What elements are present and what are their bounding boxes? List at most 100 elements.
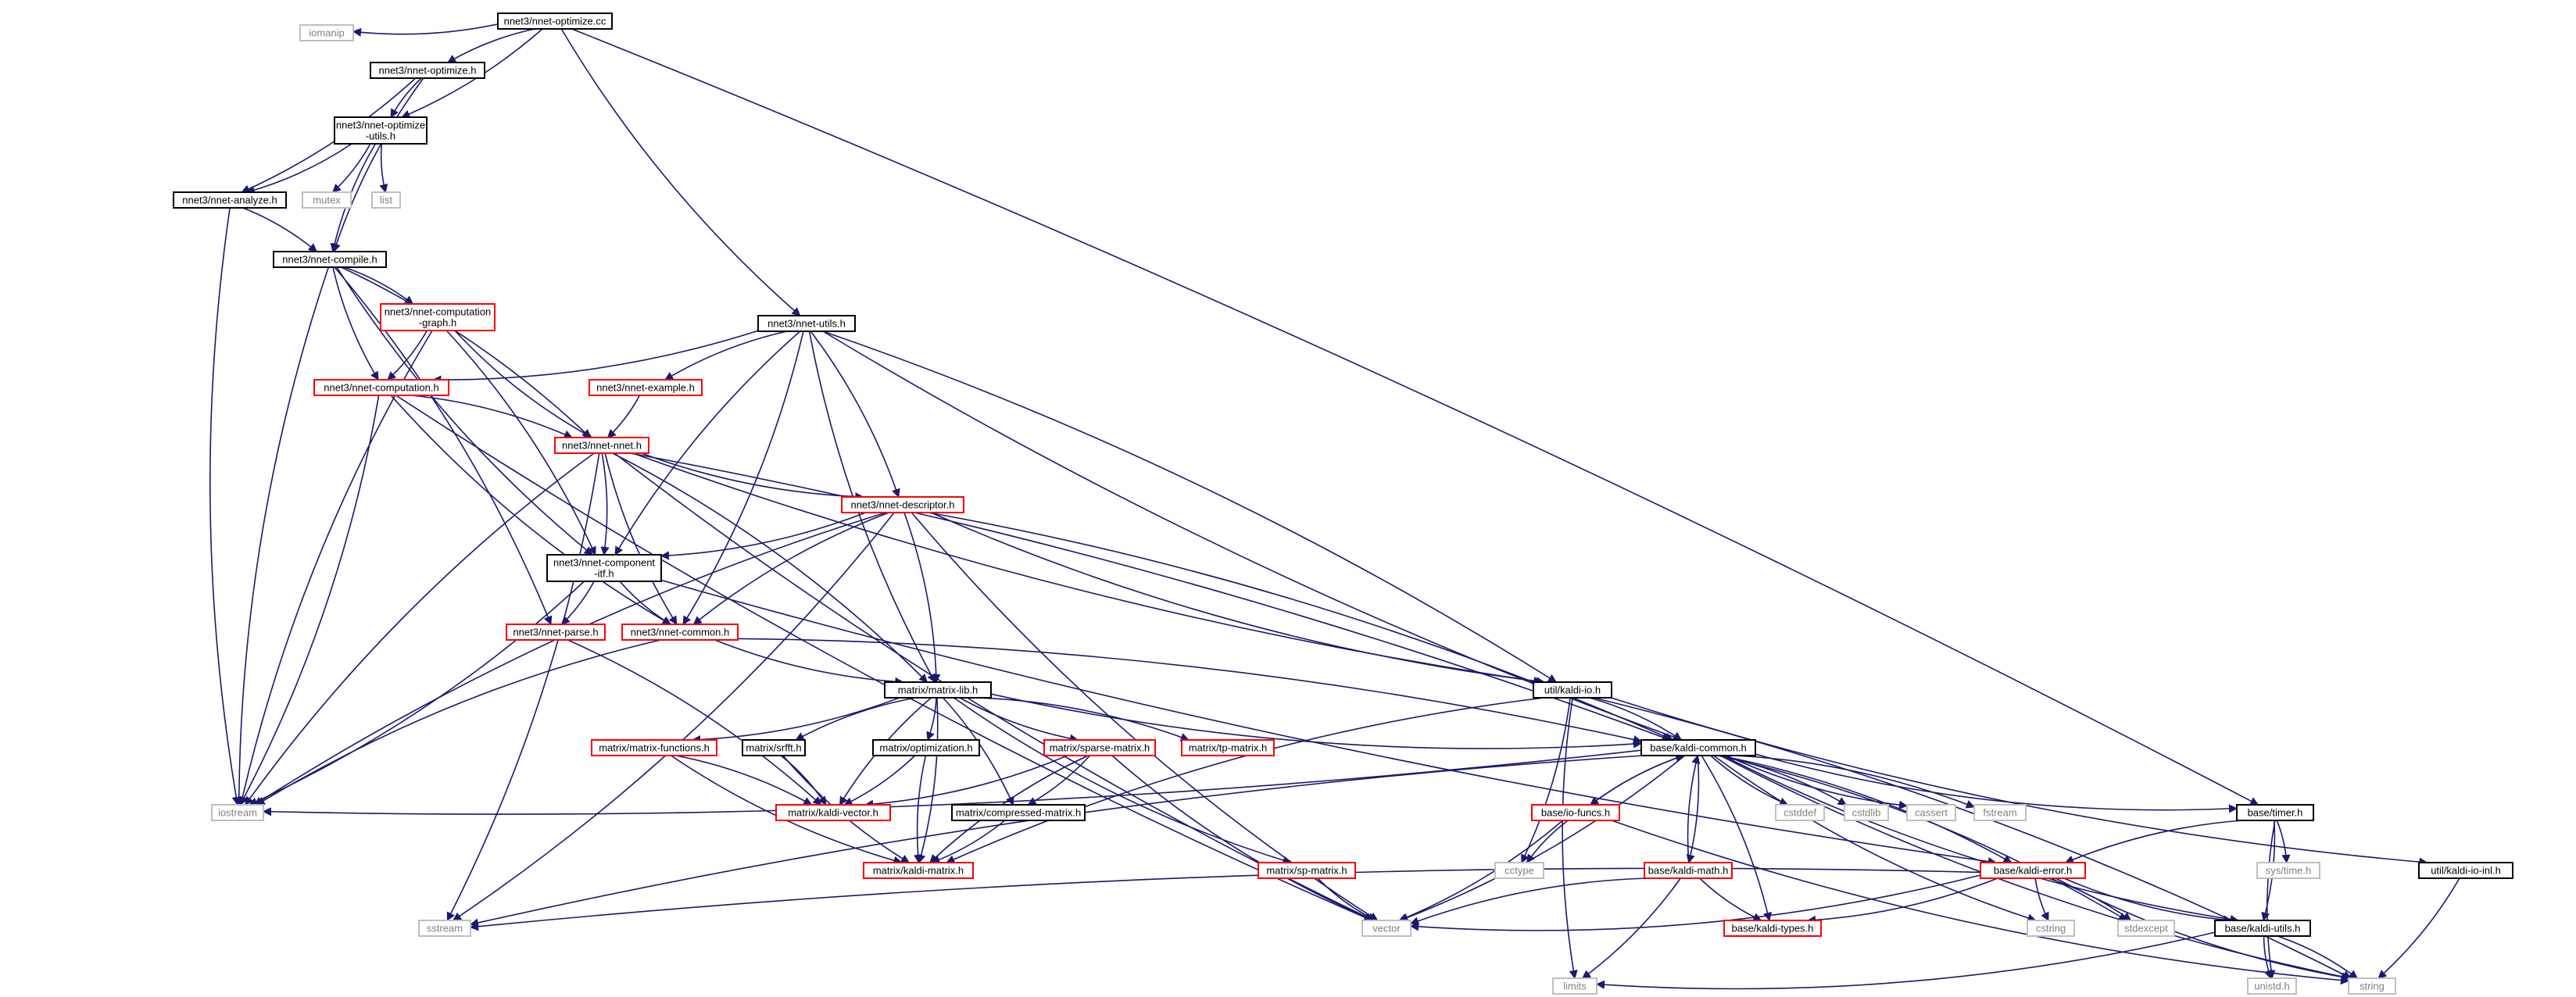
node-sys-time: sys/time.h bbox=[2256, 862, 2320, 879]
node-label: nnet3/nnet-utils.h bbox=[767, 318, 846, 330]
node-kaldi-math[interactable]: base/kaldi-math.h bbox=[1644, 862, 1733, 879]
node-nnet-utils[interactable]: nnet3/nnet-utils.h bbox=[757, 315, 856, 332]
edge-srfft-to-kaldi_vector bbox=[780, 755, 827, 806]
node-label: base/kaldi-error.h bbox=[1994, 865, 2072, 877]
edge-kaldi_error-to-string bbox=[2055, 877, 2350, 981]
node-compile[interactable]: nnet3/nnet-compile.h bbox=[273, 251, 387, 268]
edge-kaldi_io-to-limits bbox=[1562, 697, 1578, 980]
node-parse[interactable]: nnet3/nnet-parse.h bbox=[506, 624, 606, 641]
node-component-itf[interactable]: nnet3/nnet-component-itf.h bbox=[546, 554, 662, 582]
node-label: nnet3/nnet-computation bbox=[385, 306, 492, 318]
node-matrix-functions[interactable]: matrix/matrix-functions.h bbox=[591, 739, 717, 756]
node-kaldi-types[interactable]: base/kaldi-types.h bbox=[1723, 920, 1822, 937]
node-label: nnet3/nnet-analyze.h bbox=[182, 195, 277, 206]
node-label: matrix/optimization.h bbox=[879, 742, 972, 754]
edge-nnet_utils-to-descriptor bbox=[810, 331, 900, 499]
edge-optimize_utils-to-analyze bbox=[245, 143, 352, 195]
node-compressed-matrix[interactable]: matrix/compressed-matrix.h bbox=[951, 804, 1086, 821]
node-tp-matrix[interactable]: matrix/tp-matrix.h bbox=[1181, 739, 1275, 756]
node-mutex: mutex bbox=[302, 191, 352, 209]
edge-sparse_matrix-to-kaldi_matrix bbox=[928, 755, 1089, 863]
node-nnet[interactable]: nnet3/nnet-nnet.h bbox=[554, 437, 649, 454]
node-optimize-utils[interactable]: nnet3/nnet-optimize-utils.h bbox=[334, 116, 428, 145]
node-kaldi-io[interactable]: util/kaldi-io.h bbox=[1533, 681, 1612, 699]
node-box bbox=[273, 251, 387, 268]
node-iostream: iostream bbox=[211, 804, 264, 821]
node-box bbox=[621, 624, 739, 641]
edge-kaldi_utils-to-limits bbox=[1595, 931, 2216, 990]
edge-kaldi_common-to-stdexcept bbox=[1717, 755, 2128, 921]
edge-compile-to-comp_graph bbox=[344, 266, 414, 305]
node-cstddef: cstddef bbox=[1775, 804, 1825, 821]
node-kaldi-io-inl[interactable]: util/kaldi-io-inl.h bbox=[2418, 862, 2513, 879]
node-box bbox=[497, 13, 613, 30]
node-label: matrix/sp-matrix.h bbox=[1266, 865, 1347, 877]
node-kaldi-matrix[interactable]: matrix/kaldi-matrix.h bbox=[863, 862, 974, 879]
edge-kaldi_io_inl-to-string bbox=[2377, 877, 2460, 979]
node-kaldi-error[interactable]: base/kaldi-error.h bbox=[1980, 862, 2086, 879]
node-comp-graph[interactable]: nnet3/nnet-computation-graph.h bbox=[380, 303, 496, 331]
edge-comp_graph-to-computation bbox=[387, 330, 428, 381]
node-kaldi-common[interactable]: base/kaldi-common.h bbox=[1640, 739, 1756, 756]
node-box bbox=[1640, 739, 1756, 756]
node-box bbox=[1552, 977, 1597, 995]
node-label: matrix/kaldi-vector.h bbox=[788, 807, 878, 819]
dependency-edges bbox=[209, 23, 2460, 990]
node-box bbox=[2214, 920, 2311, 937]
node-label: nnet3/nnet-optimize.cc bbox=[504, 16, 606, 27]
node-box bbox=[2117, 920, 2175, 937]
edge-analyze-to-iostream bbox=[209, 207, 241, 806]
node-limits: limits bbox=[1552, 977, 1597, 995]
node-label: string bbox=[2360, 981, 2385, 992]
edge-kaldi_error-to-kaldi_utils bbox=[2063, 877, 2233, 924]
edge-kaldi_math-to-limits bbox=[1581, 877, 1681, 979]
edge-comp_graph-to-component_itf bbox=[445, 330, 596, 556]
edge-kaldi_math-to-kaldi_common bbox=[1687, 754, 1701, 863]
edge-kaldi_common-to-timer bbox=[1755, 753, 2238, 813]
node-cstdlib: cstdlib bbox=[1844, 804, 1889, 821]
node-optimization[interactable]: matrix/optimization.h bbox=[872, 739, 980, 756]
edge-io_funcs-to-vector bbox=[1398, 820, 1564, 922]
node-box bbox=[418, 920, 471, 937]
node-box bbox=[302, 191, 352, 209]
node-box bbox=[1644, 862, 1733, 879]
node-kaldi-utils[interactable]: base/kaldi-utils.h bbox=[2214, 920, 2311, 937]
node-box bbox=[1775, 804, 1825, 821]
edge-computation-to-nnet bbox=[411, 395, 573, 439]
edge-nnet-to-iostream bbox=[245, 452, 595, 806]
edge-nnet_utils-to-computation bbox=[432, 330, 759, 384]
node-box bbox=[1181, 739, 1275, 756]
node-root[interactable]: nnet3/nnet-optimize.cc bbox=[497, 13, 613, 30]
node-box bbox=[1533, 681, 1612, 699]
node-descriptor[interactable]: nnet3/nnet-descriptor.h bbox=[841, 496, 964, 513]
edge-sparse_matrix-to-kaldi_vector bbox=[864, 755, 1068, 809]
node-box bbox=[299, 24, 354, 41]
node-matrix-lib[interactable]: matrix/matrix-lib.h bbox=[884, 681, 992, 699]
node-analyze[interactable]: nnet3/nnet-analyze.h bbox=[173, 191, 287, 209]
node-label: sys/time.h bbox=[2266, 865, 2312, 877]
node-label: matrix/srfft.h bbox=[746, 742, 801, 754]
node-label: base/io-funcs.h bbox=[1541, 807, 1610, 819]
node-srfft[interactable]: matrix/srfft.h bbox=[742, 739, 806, 756]
node-label: cstddef bbox=[1784, 807, 1816, 819]
edge-matrix_lib-to-matrix_functions bbox=[691, 697, 900, 745]
edge-computation-to-iostream bbox=[239, 395, 380, 806]
node-example[interactable]: nnet3/nnet-example.h bbox=[589, 379, 703, 396]
edge-matrix_lib-to-tp_matrix bbox=[977, 697, 1190, 741]
node-string: string bbox=[2348, 977, 2396, 995]
node-optimize-h[interactable]: nnet3/nnet-optimize.h bbox=[370, 62, 485, 79]
node-box bbox=[380, 303, 496, 331]
node-box bbox=[591, 739, 717, 756]
node-kaldi-vector[interactable]: matrix/kaldi-vector.h bbox=[775, 804, 891, 821]
edge-descriptor-to-kaldi_common bbox=[928, 512, 1674, 741]
node-io-funcs[interactable]: base/io-funcs.h bbox=[1531, 804, 1620, 821]
node-label: vector bbox=[1372, 923, 1401, 934]
node-sparse-matrix[interactable]: matrix/sparse-matrix.h bbox=[1043, 739, 1156, 756]
node-sp-matrix[interactable]: matrix/sp-matrix.h bbox=[1258, 862, 1356, 879]
node-label: matrix/kaldi-matrix.h bbox=[873, 865, 964, 877]
node-computation[interactable]: nnet3/nnet-computation.h bbox=[313, 379, 449, 396]
node-cassert: cassert bbox=[1906, 804, 1956, 821]
node-timer[interactable]: base/timer.h bbox=[2236, 804, 2314, 821]
edge-kaldi_io-to-kaldi_common bbox=[1589, 697, 1683, 741]
node-common[interactable]: nnet3/nnet-common.h bbox=[621, 624, 739, 641]
